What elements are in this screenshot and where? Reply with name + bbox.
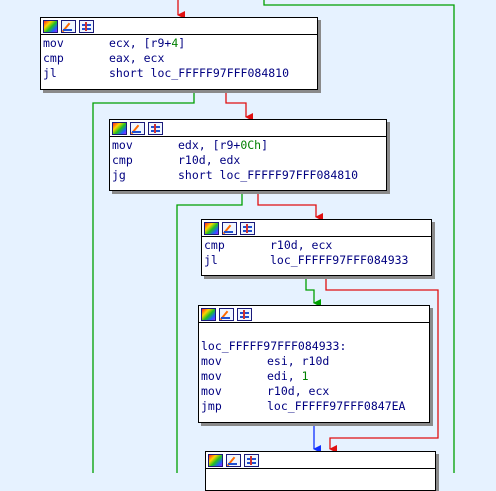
- blank-line: [201, 324, 429, 339]
- mnemonic: jg: [112, 168, 126, 182]
- mnemonic: mov: [201, 354, 222, 368]
- instruction-line[interactable]: jmp loc_FFFFF97FFF0847EA: [201, 399, 429, 414]
- graph-icon[interactable]: [79, 19, 94, 33]
- graph-icon[interactable]: [240, 221, 255, 235]
- code-block-5[interactable]: [205, 451, 436, 491]
- block-2-code: mov edx, [r9+0Ch] cmp r10d, edx jg short lo…: [110, 137, 386, 185]
- block-3-toolbar: [202, 220, 431, 237]
- operand-suffix: ]: [178, 36, 186, 50]
- edge-block3-to-block4: [305, 275, 321, 307]
- edge-block2-to-block3: [257, 190, 323, 221]
- block-1-code: mov ecx, [r9+4] cmp eax, ecx jl short loc_F…: [41, 35, 317, 83]
- operand: ecx, [r9+: [109, 36, 172, 50]
- mnemonic: mov: [112, 138, 133, 152]
- color-palette-icon[interactable]: [204, 221, 219, 235]
- code-block-4[interactable]: loc_FFFFF97FFF084933: mov esi, r10d mov ed…: [198, 305, 430, 423]
- jump-target[interactable]: loc_FFFFF97FFF0847EA: [267, 399, 406, 413]
- code-block-2[interactable]: mov edx, [r9+0Ch] cmp r10d, edx jg short lo…: [109, 119, 387, 191]
- mnemonic: mov: [201, 369, 222, 383]
- operand: r10d, ecx: [270, 238, 333, 252]
- instruction-line[interactable]: mov ecx, [r9+4]: [43, 36, 317, 51]
- instruction-line[interactable]: mov esi, r10d: [201, 354, 429, 369]
- mnemonic: mov: [43, 36, 64, 50]
- rename-icon[interactable]: [130, 121, 145, 135]
- edge-block1-to-block2: [225, 90, 253, 121]
- graph-icon[interactable]: [148, 121, 163, 135]
- color-palette-icon[interactable]: [112, 121, 127, 135]
- operand: edi,: [267, 369, 302, 383]
- code-block-1[interactable]: mov ecx, [r9+4] cmp eax, ecx jl short loc_F…: [40, 17, 318, 90]
- instruction-line[interactable]: cmp r10d, ecx: [204, 238, 431, 253]
- code-label[interactable]: loc_FFFFF97FFF084933:: [201, 339, 347, 353]
- jump-target[interactable]: short loc_FFFFF97FFF084810: [109, 66, 290, 80]
- instruction-line[interactable]: mov r10d, ecx: [201, 384, 429, 399]
- color-palette-icon[interactable]: [208, 453, 223, 467]
- instruction-line[interactable]: jg short loc_FFFFF97FFF084810: [112, 168, 386, 183]
- rename-icon[interactable]: [226, 453, 241, 467]
- color-palette-icon[interactable]: [201, 307, 216, 321]
- block-5-toolbar: [206, 452, 435, 469]
- number-literal: 4: [171, 36, 179, 50]
- instruction-line[interactable]: mov edx, [r9+0Ch]: [112, 138, 386, 153]
- block-1-toolbar: [41, 18, 317, 35]
- block-2-toolbar: [110, 120, 386, 137]
- code-block-3[interactable]: cmp r10d, ecx jl loc_FFFFF97FFF084933: [201, 219, 432, 276]
- rename-icon[interactable]: [222, 221, 237, 235]
- graph-icon[interactable]: [237, 307, 252, 321]
- mnemonic: jl: [204, 253, 218, 267]
- instruction-line[interactable]: jl short loc_FFFFF97FFF084810: [43, 66, 317, 81]
- rename-icon[interactable]: [61, 19, 76, 33]
- operand: r10d, edx: [178, 153, 241, 167]
- instruction-line[interactable]: cmp eax, ecx: [43, 51, 317, 66]
- jump-target[interactable]: loc_FFFFF97FFF084933: [270, 253, 409, 267]
- block-4-code: loc_FFFFF97FFF084933: mov esi, r10d mov ed…: [199, 323, 429, 416]
- mnemonic: mov: [201, 384, 222, 398]
- number-literal: 0Ch: [240, 138, 262, 152]
- block-3-code: cmp r10d, ecx jl loc_FFFFF97FFF084933: [202, 237, 431, 270]
- number-literal: 1: [301, 369, 309, 383]
- instruction-line[interactable]: jl loc_FFFFF97FFF084933: [204, 253, 431, 268]
- mnemonic: jl: [43, 66, 57, 80]
- graph-icon[interactable]: [244, 453, 259, 467]
- block-4-toolbar: [199, 306, 429, 323]
- operand: r10d, ecx: [267, 384, 330, 398]
- mnemonic: cmp: [43, 51, 64, 65]
- jump-target[interactable]: short loc_FFFFF97FFF084810: [178, 168, 359, 182]
- operand: eax, ecx: [109, 51, 165, 65]
- instruction-line[interactable]: mov edi, 1: [201, 369, 429, 384]
- mnemonic: jmp: [201, 399, 222, 413]
- color-palette-icon[interactable]: [43, 19, 58, 33]
- mnemonic: cmp: [204, 238, 225, 252]
- operand: esi, r10d: [267, 354, 330, 368]
- rename-icon[interactable]: [219, 307, 234, 321]
- mnemonic: cmp: [112, 153, 133, 167]
- operand-suffix: ]: [261, 138, 269, 152]
- instruction-line[interactable]: cmp r10d, edx: [112, 153, 386, 168]
- operand: edx, [r9+: [178, 138, 241, 152]
